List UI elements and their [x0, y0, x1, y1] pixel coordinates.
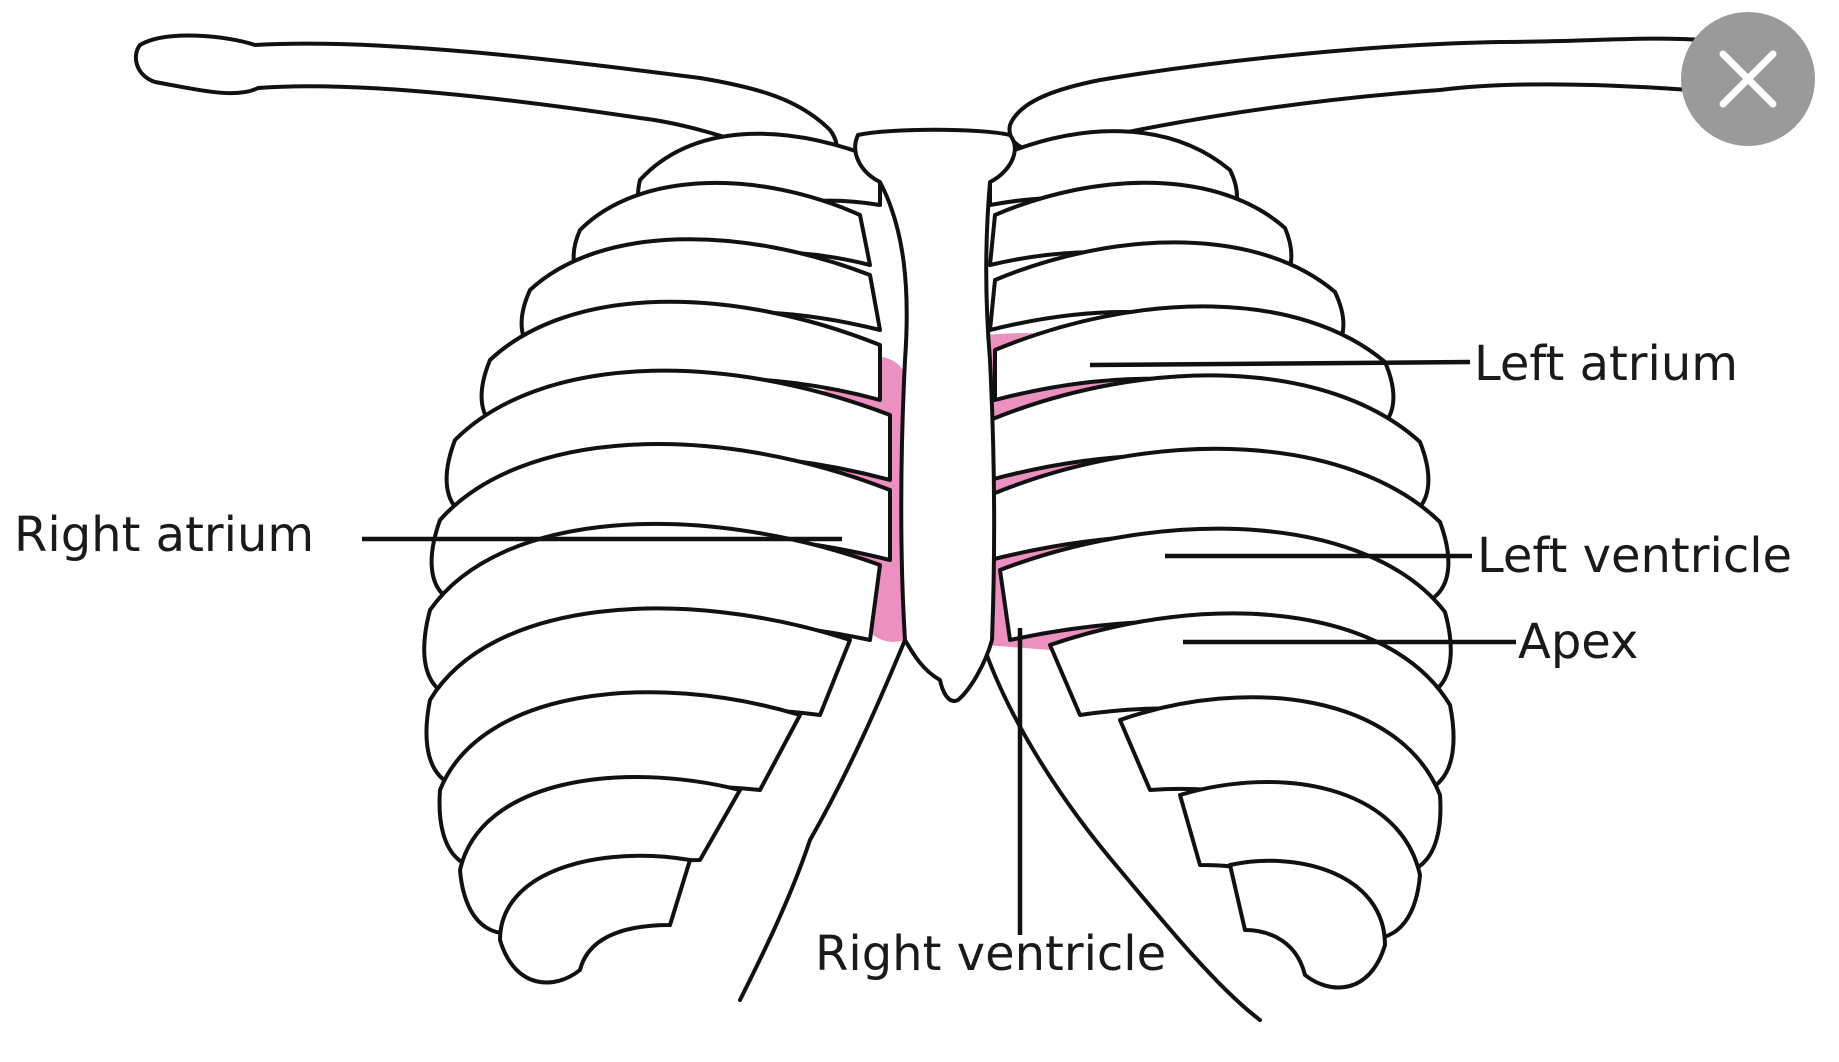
right-ribs	[424, 134, 890, 983]
left-ribs	[990, 131, 1454, 987]
close-button[interactable]	[1681, 12, 1815, 146]
leader-left-atrium	[1090, 362, 1470, 365]
label-apex: Apex	[1518, 614, 1638, 670]
close-icon	[1681, 12, 1815, 146]
label-left-ventricle: Left ventricle	[1477, 528, 1792, 584]
label-right-ventricle: Right ventricle	[815, 926, 1166, 982]
label-right-atrium: Right atrium	[14, 507, 314, 563]
label-left-atrium: Left atrium	[1474, 336, 1738, 392]
